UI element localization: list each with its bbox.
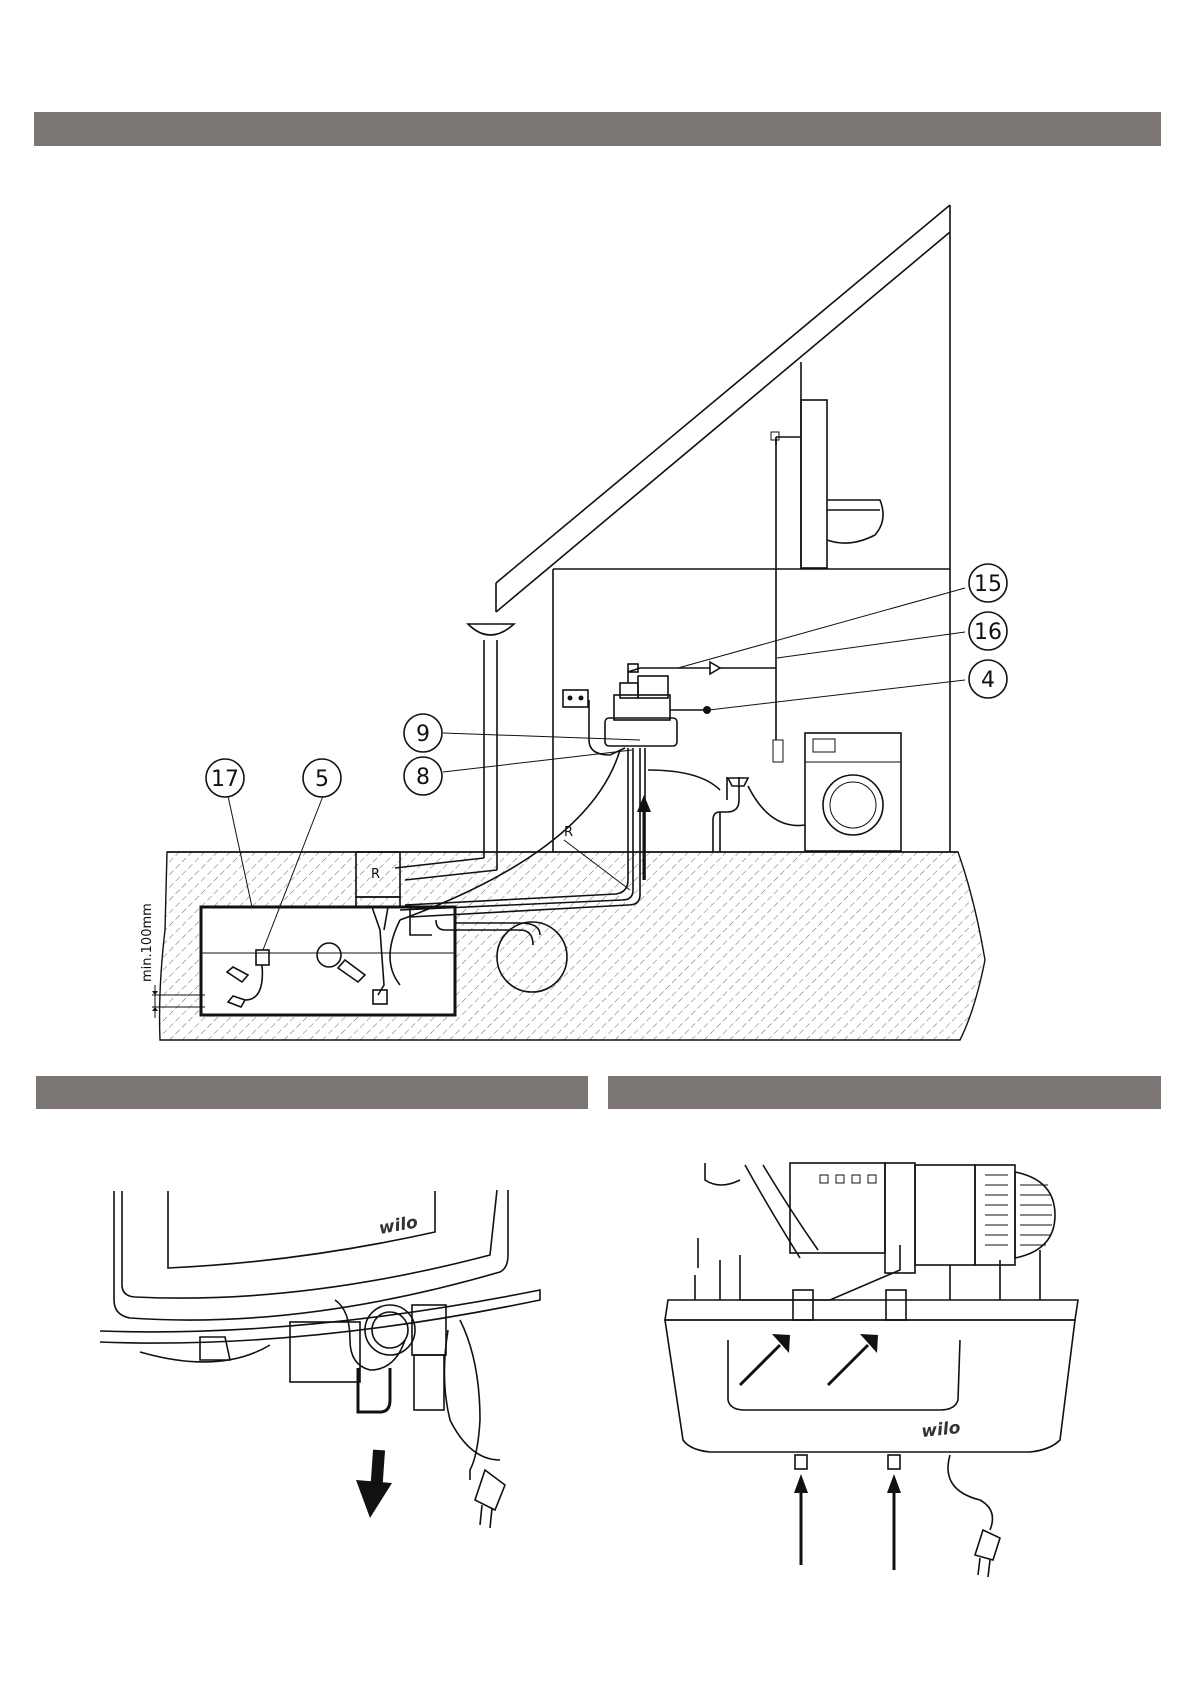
washing-machine	[805, 733, 901, 851]
wc-unit	[801, 400, 883, 568]
svg-text:5: 5	[315, 767, 329, 792]
callout-15: 15	[969, 564, 1007, 602]
svg-text:9: 9	[416, 722, 430, 747]
svg-text:min.100mm: min.100mm	[140, 903, 155, 982]
callout-4: 4	[969, 660, 1007, 698]
callout-8: 8	[404, 757, 442, 795]
callout-5: 5	[303, 759, 341, 797]
roof	[496, 205, 950, 852]
svg-text:8: 8	[416, 765, 430, 790]
downpipe	[395, 624, 514, 880]
socket	[563, 690, 588, 707]
pump-unit	[605, 662, 776, 746]
label-r-lower: R	[371, 867, 380, 882]
siphon	[713, 777, 805, 852]
callout-17: 17	[206, 759, 244, 797]
drawing-remove-clip: wilo	[100, 1190, 540, 1528]
wilo-logo-right: wilo	[920, 1418, 961, 1442]
building-walls	[553, 362, 950, 852]
label-r-upper: R	[564, 825, 573, 840]
svg-text:16: 16	[974, 620, 1002, 645]
drawing-mount-unit: wilo	[665, 1163, 1078, 1577]
svg-text:4: 4	[981, 668, 995, 693]
installation-scheme: 15 16 4 9 8 17 5 R R	[140, 205, 1007, 1040]
callout-9: 9	[404, 714, 442, 752]
svg-text:17: 17	[211, 767, 239, 792]
wilo-logo-left: wilo	[377, 1212, 419, 1239]
svg-text:15: 15	[974, 572, 1002, 597]
callout-16: 16	[969, 612, 1007, 650]
